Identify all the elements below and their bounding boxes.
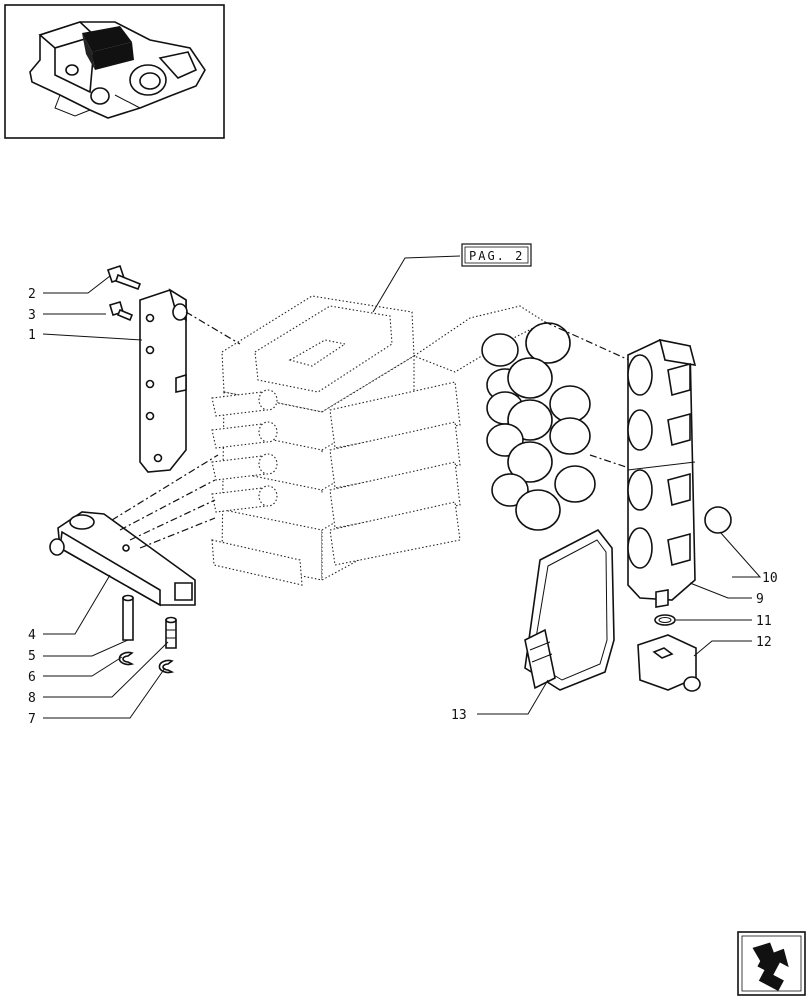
callout-7[interactable]: 7 [28,712,36,727]
bracket-part [139,288,188,473]
gasket-part [524,528,615,691]
callout-3[interactable]: 3 [28,308,36,323]
quick-coupler-ports [481,322,596,531]
leader-lines [42,275,762,719]
callout-12[interactable]: 12 [756,635,772,650]
callout-4[interactable]: 4 [28,628,36,643]
screw-part [106,264,142,291]
callout-10[interactable]: 10 [762,571,778,586]
control-valve-assembly [211,295,547,586]
callout-labels: 2 3 1 4 5 6 8 7 10 9 11 12 13 [28,287,778,727]
circlip-part [158,659,175,674]
linkage-bar-part [49,511,196,607]
next-page-arrow-icon[interactable] [737,931,806,996]
cover-part [627,338,697,608]
assembly-lines [111,311,641,549]
short-screw-part [109,301,134,322]
callout-13[interactable]: 13 [451,708,467,723]
o-ring-part [654,614,676,626]
circlip-part [118,651,135,666]
page-reference-label: PAG. 2 [469,249,524,263]
callout-9[interactable]: 9 [756,592,764,607]
callout-11[interactable]: 11 [756,614,772,629]
short-pin-part [165,616,177,649]
valve-assembly-thumbnail-icon[interactable] [4,4,225,139]
callout-6[interactable]: 6 [28,670,36,685]
callout-8[interactable]: 8 [28,691,36,706]
fitting-part [637,634,701,692]
callout-2[interactable]: 2 [28,287,36,302]
callout-5[interactable]: 5 [28,649,36,664]
callout-1[interactable]: 1 [28,328,36,343]
page-reference-box[interactable]: PAG. 2 [461,243,532,267]
cap-part [704,506,732,534]
pin-part [122,594,134,641]
